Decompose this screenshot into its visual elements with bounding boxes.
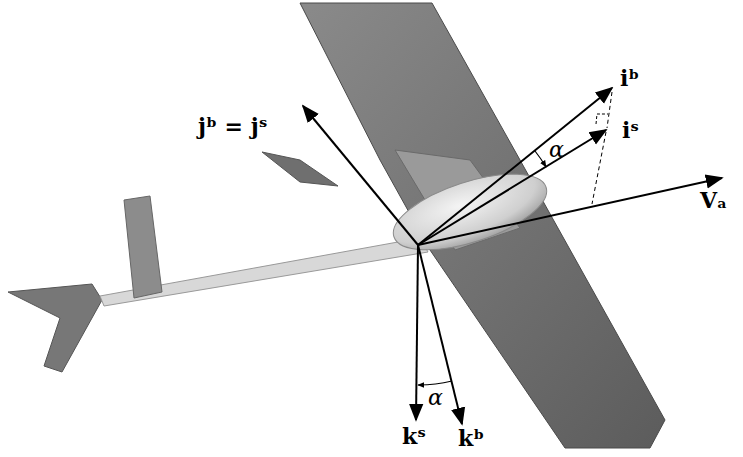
- projection-line: [592, 132, 606, 204]
- axis-label: jᵇ = jˢ: [198, 114, 267, 138]
- airspeed-vector: [418, 178, 722, 245]
- angle-label: α: [428, 386, 443, 410]
- alpha-arc: [418, 381, 452, 385]
- axis-label: iᵇ: [620, 66, 639, 90]
- right-angle-mark: [596, 114, 608, 124]
- ib-axis: [418, 88, 612, 245]
- vector-label: Vₐ: [700, 188, 727, 212]
- alpha-arc: [535, 151, 546, 167]
- fuselage-pod: [385, 159, 556, 266]
- angle-label: α: [549, 138, 564, 162]
- kb-axis: [418, 245, 462, 424]
- axis-label: iˢ: [622, 118, 639, 142]
- far-fin: [262, 152, 338, 186]
- axis-label: kᵇ: [458, 426, 484, 450]
- ks-axis: [416, 245, 418, 420]
- horizontal-tail: [8, 284, 102, 372]
- vertical-fin: [124, 196, 162, 298]
- axis-label: kˢ: [402, 424, 426, 448]
- j-axis: [303, 106, 418, 245]
- is-axis: [418, 130, 606, 245]
- main-wing: [300, 3, 665, 448]
- projection-line: [607, 92, 612, 128]
